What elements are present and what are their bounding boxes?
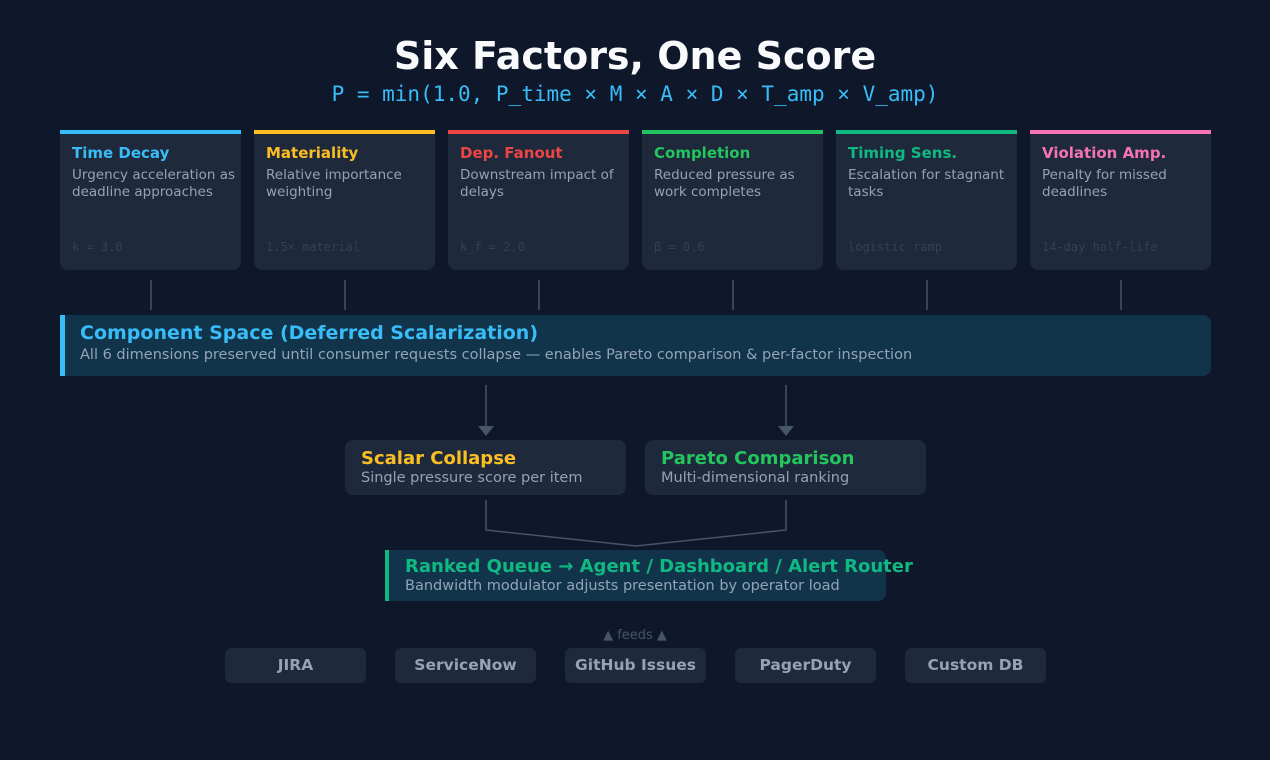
pareto-comparison-description: Multi-dimensional ranking	[661, 470, 850, 486]
factor-parameter: 14-day half-life	[1042, 240, 1158, 254]
component-space-box: Component Space (Deferred Scalarization)…	[60, 315, 1211, 376]
factor-color-bar	[1030, 130, 1211, 134]
factor-name: Violation Amp.	[1042, 144, 1167, 162]
factor-parameter: 1.5× material	[266, 240, 360, 254]
factor-name: Completion	[654, 144, 751, 162]
source-jira: JIRA	[225, 648, 366, 683]
scalar-collapse-title: Scalar Collapse	[361, 448, 517, 469]
factor-name: Timing Sens.	[848, 144, 958, 162]
factor-name: Materiality	[266, 144, 359, 162]
pressure-formula: P = min(1.0, P_time × M × A × D × T_amp …	[331, 82, 939, 106]
factor-color-bar	[836, 130, 1017, 134]
diagram-title: Six Factors, One Score	[393, 34, 877, 78]
factor-color-bar	[642, 130, 823, 134]
source-pagerduty: PagerDuty	[735, 648, 876, 683]
factor-description: Downstream impact of delays	[460, 167, 614, 200]
factor-parameter: k_f = 2.0	[460, 240, 526, 254]
factor-card-time-decay: Time Decay Urgency acceleration as deadl…	[60, 130, 241, 270]
factor-description: Urgency acceleration as deadline approac…	[72, 167, 236, 200]
factor-color-bar	[60, 130, 241, 134]
source-servicenow: ServiceNow	[395, 648, 536, 683]
connector-merge	[485, 500, 787, 547]
factor-parameter: β = 0.6	[654, 240, 705, 254]
factor-description: Penalty for missed deadlines	[1042, 167, 1167, 200]
factor-color-bar	[448, 130, 629, 134]
factor-parameter: logistic ramp	[848, 240, 942, 254]
component-space-description: All 6 dimensions preserved until consume…	[80, 347, 913, 363]
ranked-queue-box: Ranked Queue → Agent / Dashboard / Alert…	[385, 550, 913, 601]
pareto-comparison-title: Pareto Comparison	[661, 448, 855, 469]
factor-card-violation-amp: Violation Amp. Penalty for missed deadli…	[1030, 130, 1211, 270]
factor-color-bar	[254, 130, 435, 134]
scalar-collapse-description: Single pressure score per item	[361, 470, 583, 486]
factor-description: Escalation for stagnant tasks	[848, 167, 1005, 200]
component-space-title: Component Space (Deferred Scalarization)	[80, 322, 539, 344]
factor-card-dep-fanout: Dep. Fanout Downstream impact of delays …	[448, 130, 629, 270]
feeds-label: ▲ feeds ▲	[603, 628, 667, 643]
factor-card-timing-sens: Timing Sens. Escalation for stagnant tas…	[836, 130, 1017, 270]
arrowhead-pareto	[778, 426, 794, 436]
factor-card-materiality: Materiality Relative importance weightin…	[254, 130, 435, 270]
factor-card-completion: Completion Reduced pressure as work comp…	[642, 130, 823, 270]
factor-description: Reduced pressure as work completes	[654, 167, 795, 200]
pareto-comparison-box: Pareto Comparison Multi-dimensional rank…	[645, 440, 926, 495]
ranked-queue-title: Ranked Queue → Agent / Dashboard / Alert…	[405, 556, 913, 577]
factor-description: Relative importance weighting	[266, 167, 402, 200]
ranked-queue-description: Bandwidth modulator adjusts presentation…	[405, 578, 840, 594]
source-github-issues: GitHub Issues	[565, 648, 706, 683]
arrowhead-scalar	[478, 426, 494, 436]
factor-name: Time Decay	[72, 144, 170, 162]
factor-name: Dep. Fanout	[460, 144, 563, 162]
scalar-collapse-box: Scalar Collapse Single pressure score pe…	[345, 440, 626, 495]
source-custom-db: Custom DB	[905, 648, 1046, 683]
factor-parameter: k = 3.0	[72, 240, 123, 254]
